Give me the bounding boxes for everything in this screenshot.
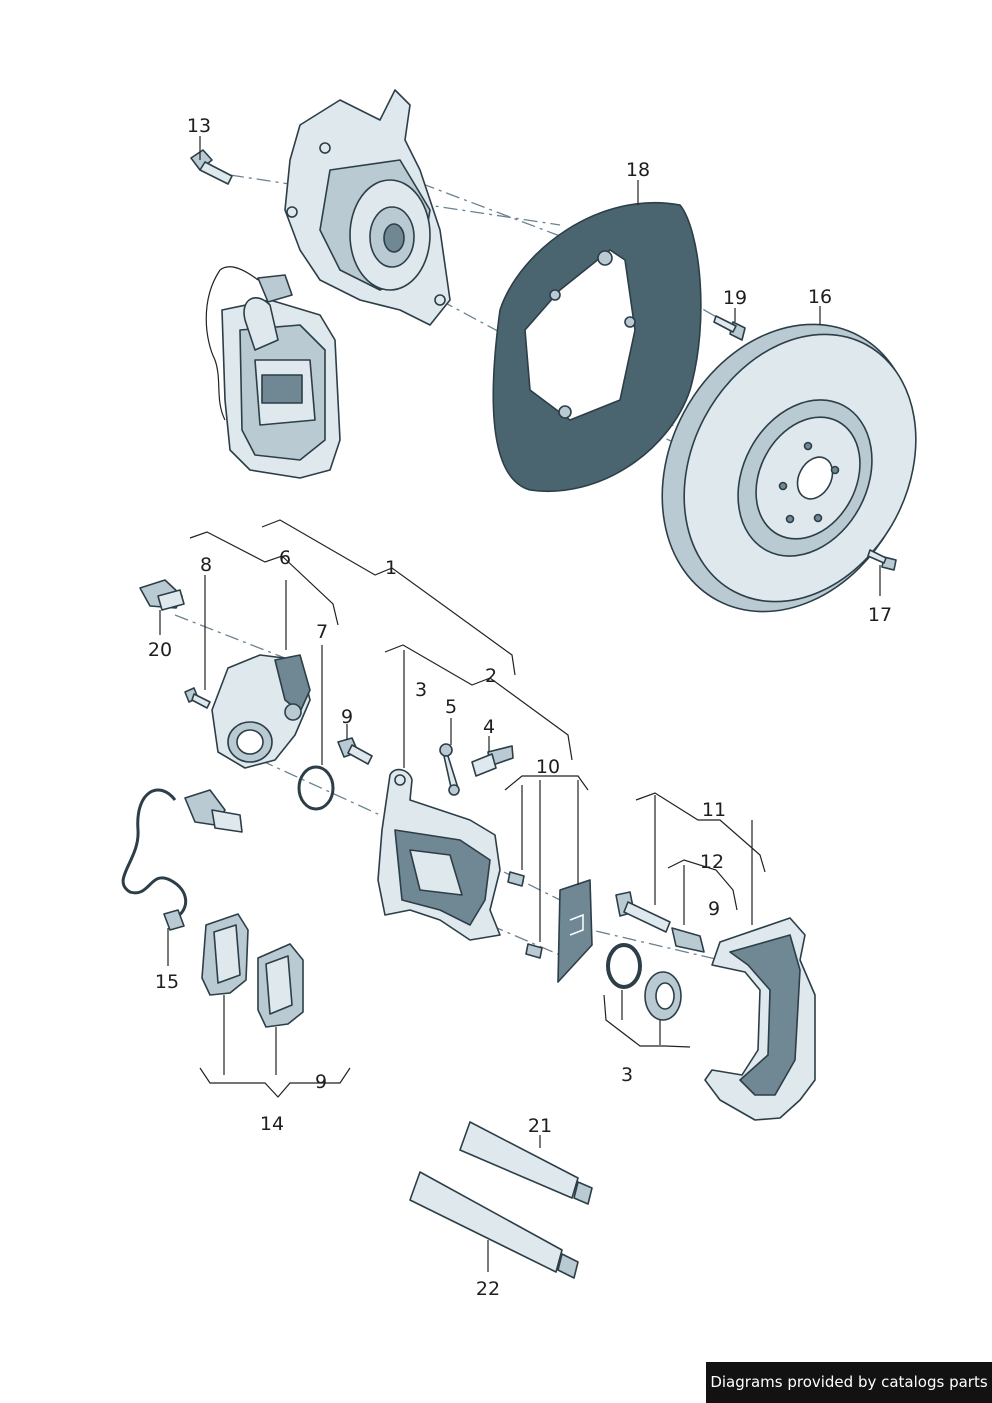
grease-tube-22 [409, 1171, 579, 1279]
caliper-carrier [377, 768, 501, 941]
caliper-assembled [205, 266, 341, 479]
callout-18: 18 [626, 159, 650, 181]
caliper-housing [704, 917, 816, 1121]
wear-sensor-cable-15 [121, 788, 243, 931]
bolt-13 [190, 149, 233, 185]
parking-brake-motor [211, 654, 311, 769]
brake-pad-inner [201, 913, 249, 996]
brake-pad-outer [257, 943, 304, 1028]
clip-10 [507, 871, 543, 959]
callout-22: 22 [476, 1278, 500, 1300]
callout-17: 17 [868, 604, 892, 626]
callout-4: 4 [483, 716, 495, 738]
callout-9-sleeve: 9 [708, 898, 720, 920]
brake-disc [661, 323, 917, 613]
guide-sleeve [671, 927, 705, 953]
callout-3-bottom: 3 [621, 1064, 633, 1086]
bolt-8 [184, 687, 211, 709]
callout-19: 19 [723, 287, 747, 309]
callout-2: 2 [485, 665, 497, 687]
callout-10: 10 [536, 756, 560, 778]
wear-sensor-plug-20 [139, 579, 185, 611]
callout-21: 21 [528, 1115, 552, 1137]
callout-13: 13 [187, 115, 211, 137]
o-ring-7 [297, 765, 335, 811]
wheel-hub-knuckle [284, 89, 451, 326]
bolt-17 [867, 549, 897, 571]
guide-pin-5 [439, 743, 460, 796]
bleeder-screw-4 [471, 745, 514, 777]
grease-tube-21 [459, 1121, 593, 1205]
anti-rattle-plate [557, 879, 593, 983]
leader-lines [159, 136, 881, 1272]
callout-7: 7 [316, 621, 328, 643]
callout-14: 14 [260, 1113, 284, 1135]
piston-seal-3 [606, 943, 682, 1021]
bolt-9-top [337, 737, 373, 765]
callout-9-pads: 9 [315, 1071, 327, 1093]
callout-6: 6 [279, 547, 291, 569]
bolt-19 [713, 315, 746, 341]
callout-20: 20 [148, 639, 172, 661]
callout-16: 16 [808, 286, 832, 308]
callout-15: 15 [155, 971, 179, 993]
footer-attribution: Diagrams provided by catalogs parts [706, 1362, 992, 1403]
callout-12: 12 [700, 851, 724, 873]
callout-9-bolt: 9 [341, 706, 353, 728]
callout-labels: 13 18 19 16 1 6 8 17 7 20 2 3 5 9 4 10 1… [148, 115, 892, 1300]
callout-5: 5 [445, 696, 457, 718]
callout-8: 8 [200, 554, 212, 576]
callout-1: 1 [385, 557, 397, 579]
brake-backing-plate [492, 201, 702, 493]
callout-3-top: 3 [415, 679, 427, 701]
bracket-lines [189, 519, 766, 1098]
callout-11: 11 [702, 799, 726, 821]
guide-bolt-12 [615, 891, 671, 933]
